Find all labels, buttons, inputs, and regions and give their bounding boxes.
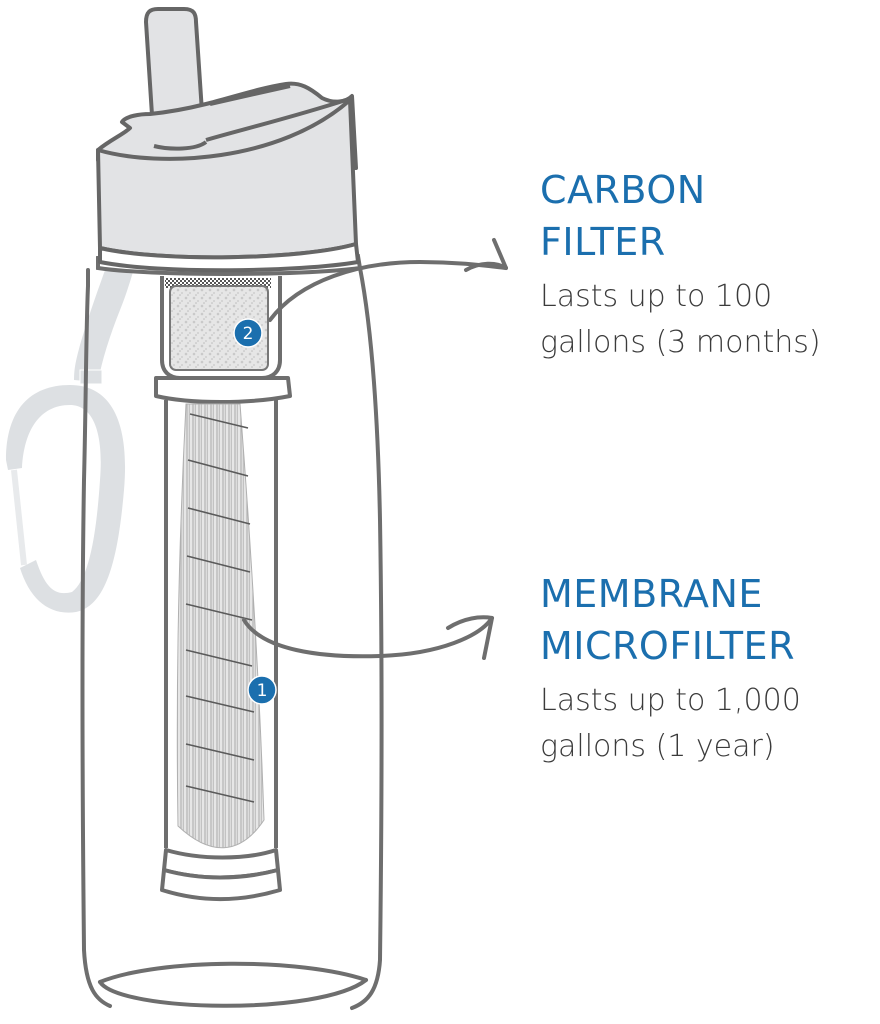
carbon-title-line2: FILTER bbox=[540, 220, 666, 264]
membrane-desc-line1: Lasts up to 1,000 bbox=[540, 683, 801, 718]
membrane-title-line2: MICROFILTER bbox=[540, 624, 795, 668]
carbon-title-line1: CARBON bbox=[540, 168, 706, 212]
membrane-title-line1: MEMBRANE bbox=[540, 572, 763, 616]
membrane-desc-line2: gallons (1 year) bbox=[540, 729, 775, 764]
svg-text:1: 1 bbox=[257, 681, 268, 701]
carbon-filter-description: Lasts up to 100 gallons (3 months) bbox=[540, 274, 821, 366]
leader-arrows bbox=[242, 238, 508, 660]
svg-text:2: 2 bbox=[243, 324, 254, 344]
membrane-filter-title: MEMBRANE MICROFILTER bbox=[540, 568, 801, 672]
bottle-cap bbox=[96, 7, 360, 273]
membrane-microfilter-callout: MEMBRANE MICROFILTER Lasts up to 1,000 g… bbox=[540, 568, 801, 770]
badge-membrane: 1 bbox=[247, 675, 277, 705]
carabiner-strap bbox=[6, 262, 136, 613]
carbon-filter-callout: CARBON FILTER Lasts up to 100 gallons (3… bbox=[540, 164, 821, 366]
carbon-filter bbox=[154, 276, 292, 404]
membrane-arrow bbox=[242, 616, 494, 659]
carbon-desc-line1: Lasts up to 100 bbox=[540, 279, 773, 314]
membrane-filter-description: Lasts up to 1,000 gallons (1 year) bbox=[540, 678, 801, 770]
membrane-filter bbox=[160, 400, 282, 901]
carbon-desc-line2: gallons (3 months) bbox=[540, 325, 821, 360]
badge-carbon: 2 bbox=[233, 318, 263, 348]
carbon-filter-title: CARBON FILTER bbox=[540, 164, 821, 268]
